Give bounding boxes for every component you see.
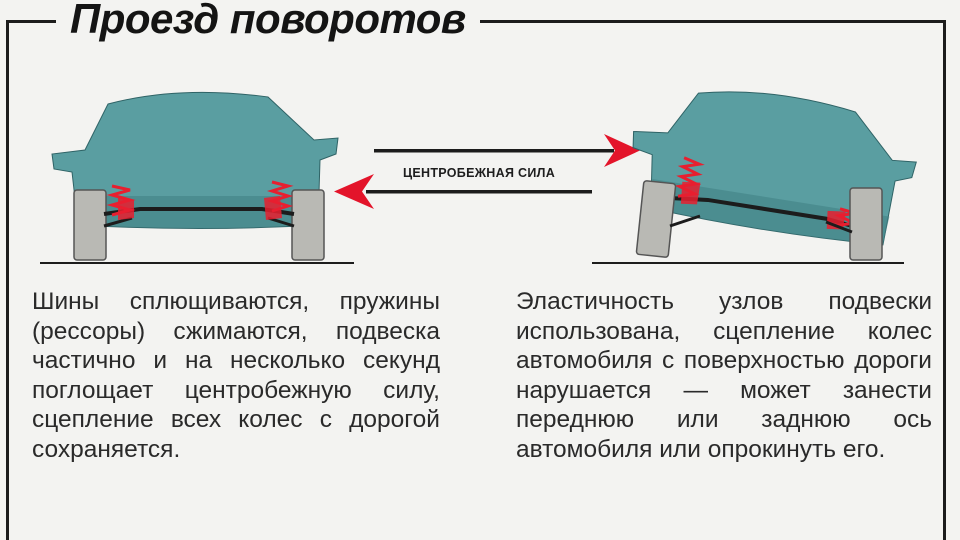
right-car-left-damper [680,181,701,205]
force-label: ЦЕНТРОБЕЖНАЯ СИЛА [403,166,555,180]
right-car-left-wheel [635,180,677,258]
left-car-right-wheel [291,189,325,261]
right-car-right-arm [825,220,853,234]
arrow-top-shaft [374,149,614,153]
diagram-title: Проезд поворотов [56,0,480,44]
left-car-shading [76,196,320,229]
left-car-right-damper [264,196,282,220]
arrow-top-head-right [604,134,640,167]
caption-stable-turn: Шины сплющиваются, пружины (рессоры) сжи… [32,288,440,463]
right-car-left-arm [669,214,701,228]
left-car-left-arm [103,216,133,228]
left-car-right-spring [266,180,294,213]
left-car [40,91,354,264]
caption-unstable-turn: Эластичность узлов подвески использована… [516,288,932,463]
diagram-scene: ЦЕНТРОБЕЖНАЯ СИЛА [40,91,917,264]
centrifugal-force-arrows: ЦЕНТРОБЕЖНАЯ СИЛА [334,134,640,209]
force-label-backdrop [376,162,582,182]
left-car-left-damper [118,198,134,220]
arrow-bottom-head-left [334,174,374,209]
left-car-left-wheel [73,189,107,261]
right-car [592,91,917,264]
right-car-right-wheel [849,187,883,261]
arrow-bottom-shaft [366,190,592,194]
left-car-right-arm [267,216,295,228]
